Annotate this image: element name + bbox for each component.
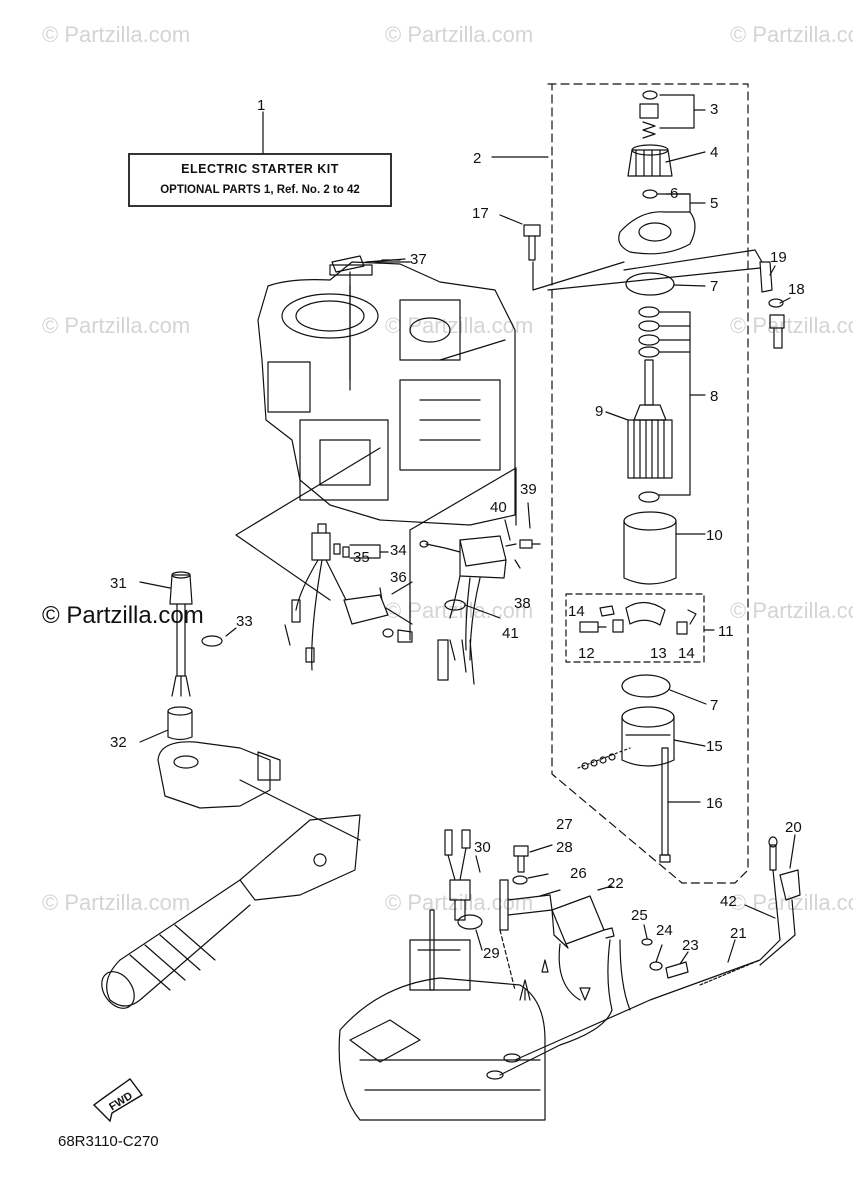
callout-32: 32: [110, 734, 127, 751]
part-5-front-cover: [618, 189, 706, 255]
callout-40: 40: [490, 499, 507, 516]
callout-14a: 14: [568, 603, 585, 620]
callout-35: 35: [353, 549, 370, 566]
callout-31: 31: [110, 575, 127, 592]
callout-9: 9: [595, 403, 603, 420]
part-23-25-hardware: [641, 924, 689, 979]
part-20-21-42-cables: [486, 834, 801, 1080]
kit-label-box: ELECTRIC STARTER KIT OPTIONAL PARTS 1, R…: [128, 153, 392, 207]
engine-block: [257, 261, 516, 526]
fwd-arrow-icon: FWD: [92, 1078, 144, 1123]
callout-41: 41: [502, 625, 519, 642]
callout-2: 2: [473, 150, 481, 167]
callout-10: 10: [706, 527, 723, 544]
part-10-yoke: [623, 511, 706, 585]
callout-22: 22: [607, 875, 624, 892]
callout-7a: 7: [710, 278, 718, 295]
part-9-armature: [605, 359, 673, 503]
part-3-spring-cap: [639, 90, 706, 139]
watermark: © Partzilla.com: [730, 313, 853, 338]
callout-23: 23: [682, 937, 699, 954]
callout-26: 26: [570, 865, 587, 882]
callout-1: 1: [257, 97, 265, 114]
kit-subtitle: OPTIONAL PARTS 1, Ref. No. 2 to 42: [160, 184, 360, 196]
starter-assembly-outline: [547, 83, 749, 884]
engine-connection-lines: [235, 447, 517, 641]
callout-42: 42: [720, 893, 737, 910]
callout-20: 20: [785, 819, 802, 836]
part-7-oring-upper: [625, 272, 706, 296]
callout-30: 30: [474, 839, 491, 856]
bottom-cowling: [338, 909, 546, 1121]
diagram-code: 68R3110-C270: [58, 1133, 159, 1150]
callout-8: 8: [710, 388, 718, 405]
callout-16: 16: [706, 795, 723, 812]
tiller-handle: [101, 741, 361, 1009]
callout-17: 17: [472, 205, 489, 222]
part-32-sleeve: [139, 706, 193, 743]
callout-19: 19: [770, 249, 787, 266]
leader-lines: [381, 259, 791, 595]
callout-3: 3: [710, 101, 718, 118]
callout-34: 34: [390, 542, 407, 559]
part-8-washers: [638, 306, 706, 496]
callout-36: 36: [390, 569, 407, 586]
callout-18: 18: [788, 281, 805, 298]
watermark: © Partzilla.com: [42, 313, 191, 338]
callout-11: 11: [718, 623, 734, 640]
callout-21: 21: [730, 925, 747, 942]
callout-33: 33: [236, 613, 253, 630]
watermark: © Partzilla.com: [42, 890, 191, 915]
part-17-bolt: [499, 214, 625, 291]
callout-39: 39: [520, 481, 537, 498]
part-31-33-switch: [139, 571, 237, 697]
part-4-pinion: [627, 144, 706, 177]
part-29-30-sensor: [444, 829, 483, 951]
callout-15: 15: [706, 738, 723, 755]
part-15-rear-cover: [577, 706, 706, 770]
watermark: © Partzilla.com: [42, 22, 191, 47]
callout-13: 13: [650, 645, 667, 662]
part-37-cap: [331, 255, 406, 391]
callout-7b: 7: [710, 697, 718, 714]
callout-38: 38: [514, 595, 531, 612]
part-11-brush-holder: [565, 593, 715, 663]
part-26-28-bracket: [499, 844, 561, 1001]
part-16-through-bolt: [659, 747, 701, 863]
callout-29: 29: [483, 945, 500, 962]
callout-24: 24: [656, 922, 673, 939]
callout-28: 28: [556, 839, 573, 856]
callout-27: 27: [556, 816, 573, 833]
watermark: © Partzilla.com: [385, 22, 534, 47]
kit-title: ELECTRIC STARTER KIT: [181, 162, 339, 176]
watermark: © Partzilla.com: [730, 598, 853, 623]
watermark: © Partzilla.com: [730, 22, 853, 47]
callout-6: 6: [670, 185, 678, 202]
callout-25: 25: [631, 907, 648, 924]
callout-37: 37: [410, 251, 427, 268]
callout-14b: 14: [678, 645, 695, 662]
part-38-41-cdi-unit: [419, 502, 541, 685]
part-19-18-hardware: [547, 249, 785, 349]
callout-5: 5: [710, 195, 718, 212]
callout-4: 4: [710, 144, 718, 161]
part-22-relay: [541, 885, 615, 1001]
part-7-oring-lower: [621, 674, 707, 705]
part-34-35-36-harness: [284, 523, 413, 671]
callout-12: 12: [578, 645, 595, 662]
watermark: © Partzilla.com: [730, 890, 853, 915]
